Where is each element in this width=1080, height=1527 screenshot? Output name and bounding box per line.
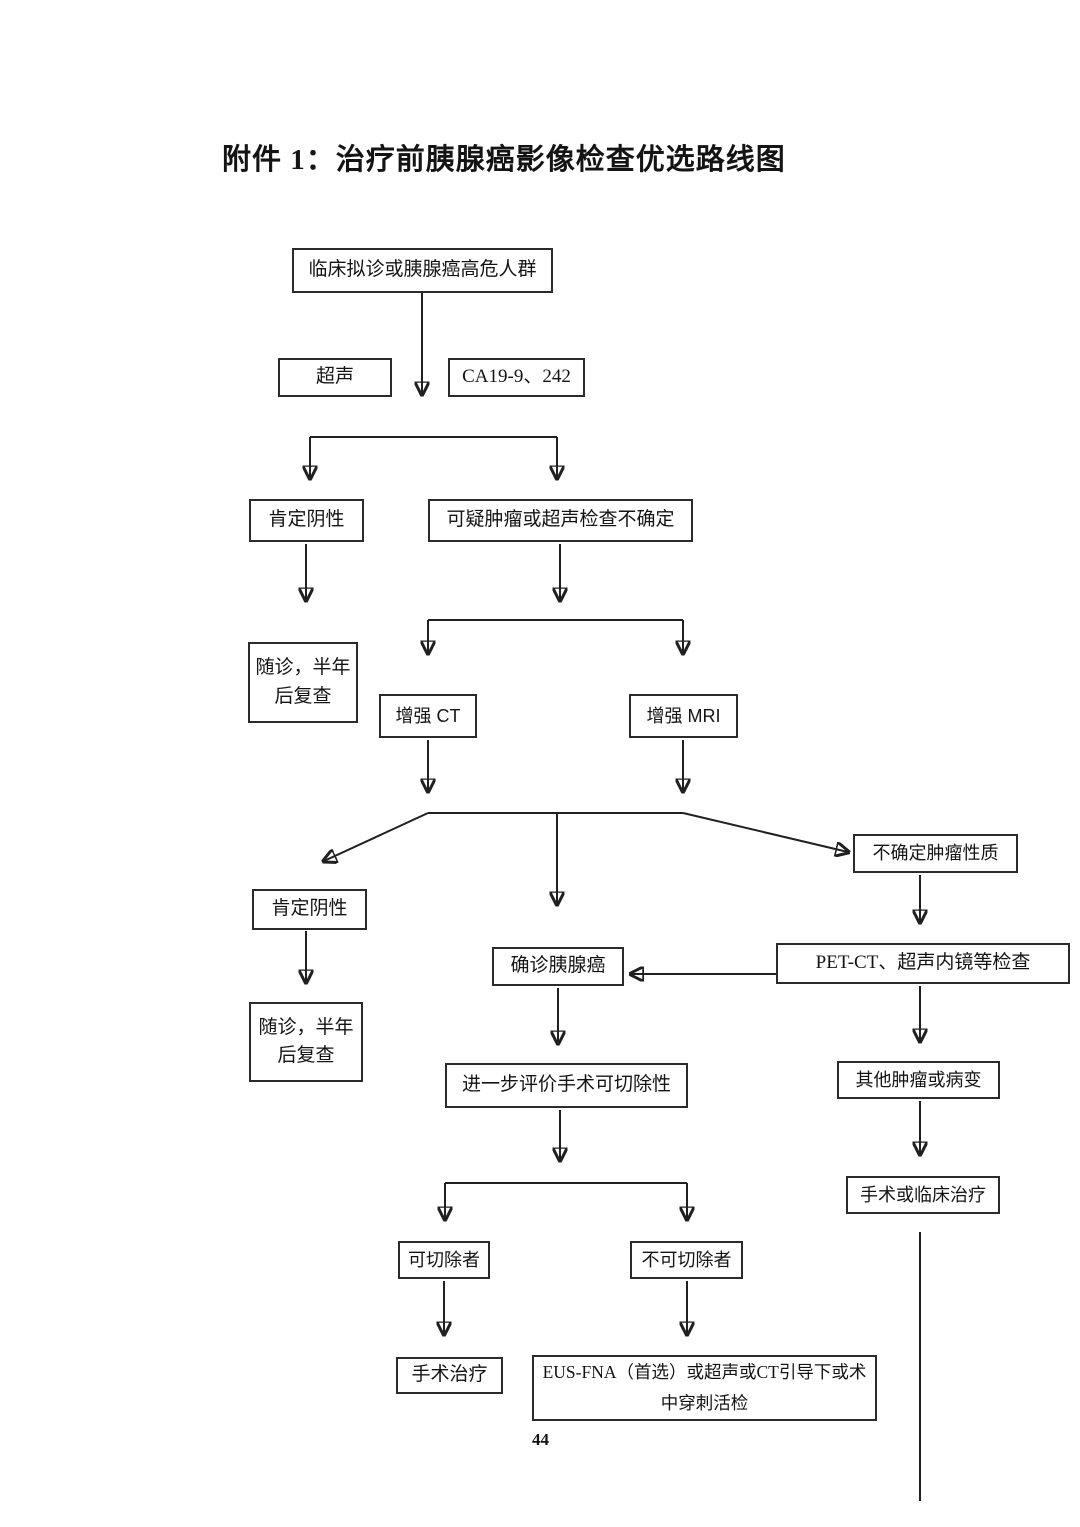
node-clinical-suspicion: 临床拟诊或胰腺癌高危人群 [292, 248, 553, 293]
node-ultrasound: 超声 [278, 358, 392, 397]
node-enhanced-mri: 增强 MRI [629, 694, 738, 738]
node-definite-negative-2: 肯定阴性 [252, 889, 367, 930]
node-followup-2: 随诊，半年 后复查 [249, 1002, 363, 1082]
node-surgery-or-clinical-treatment: 手术或临床治疗 [846, 1176, 1000, 1214]
page-title: 附件 1：治疗前胰腺癌影像检查优选路线图 [222, 144, 786, 176]
node-uncertain-tumor-nature: 不确定肿瘤性质 [853, 834, 1018, 873]
node-followup-1: 随诊，半年 后复查 [248, 642, 358, 723]
node-suspicious-or-uncertain: 可疑肿瘤或超声检查不确定 [428, 499, 693, 542]
node-resectable: 可切除者 [398, 1241, 490, 1279]
node-other-tumor-or-lesion: 其他肿瘤或病变 [837, 1061, 1000, 1099]
node-confirmed-pancreatic-cancer: 确诊胰腺癌 [492, 947, 624, 986]
node-surgical-treatment: 手术治疗 [396, 1357, 503, 1394]
node-tumor-markers: CA19-9、242 [448, 358, 585, 397]
node-enhanced-ct: 增强 CT [379, 694, 477, 738]
node-eus-fna-biopsy: EUS-FNA（首选）或超声或CT引导下或术 中穿刺活检 [532, 1355, 877, 1421]
node-unresectable: 不可切除者 [630, 1241, 743, 1279]
node-definite-negative-1: 肯定阴性 [249, 499, 364, 542]
page-number: 44 [532, 1430, 549, 1449]
node-evaluate-resectability: 进一步评价手术可切除性 [445, 1063, 688, 1108]
node-pet-ct-eus-exam: PET-CT、超声内镜等检查 [776, 943, 1070, 984]
